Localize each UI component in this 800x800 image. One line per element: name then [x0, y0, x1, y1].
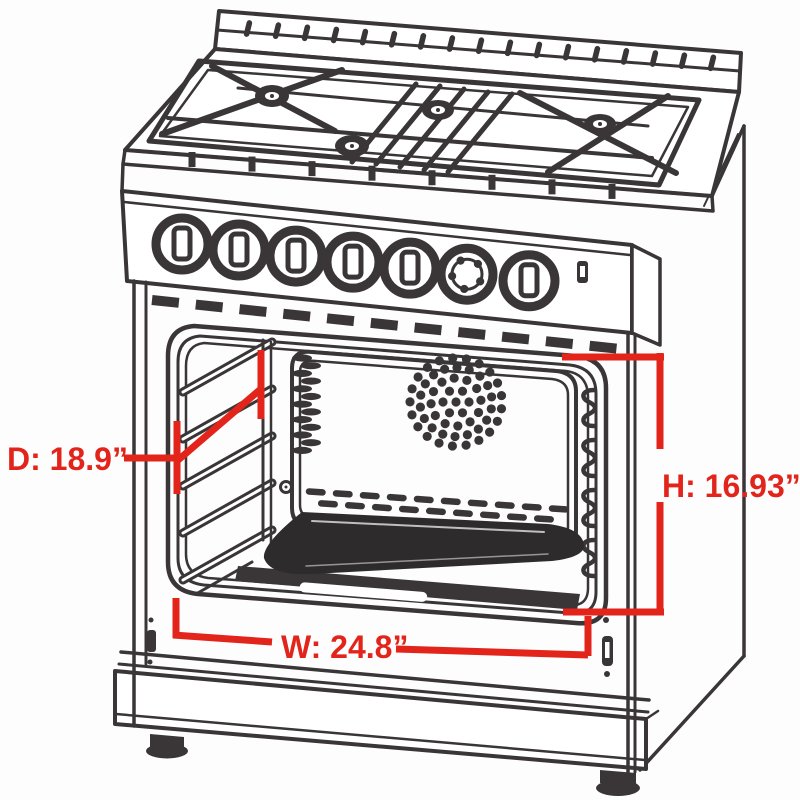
floor-vent-slots	[305, 488, 569, 523]
vent-slots	[243, 20, 717, 72]
oven-cavity	[132, 279, 637, 774]
vent-dashes	[151, 295, 631, 355]
depth-dimension	[124, 350, 265, 494]
backguard	[213, 9, 743, 94]
timer-dial	[436, 243, 498, 305]
control-knob	[265, 225, 327, 287]
door-hinges	[147, 617, 613, 677]
height-label: H: 16.93”	[662, 468, 800, 504]
control-knob	[151, 213, 213, 275]
control-knob	[322, 231, 384, 293]
screw	[279, 480, 293, 494]
depth-label: D: 18.9”	[7, 441, 128, 477]
rack-rails-left	[178, 337, 277, 585]
width-label: W: 24.8”	[281, 629, 408, 665]
control-knob	[498, 250, 560, 312]
control-panel	[120, 189, 662, 355]
kickplate	[113, 650, 660, 771]
burner-caps	[255, 85, 616, 157]
cooktop	[120, 47, 741, 213]
convection-fan-cover	[405, 353, 507, 451]
grate-feet	[188, 152, 616, 199]
width-dimension	[172, 598, 592, 659]
broiler-pan	[263, 512, 585, 575]
leveling-feet	[146, 734, 640, 796]
cavity-frame-outer	[165, 323, 609, 626]
burner-grates	[146, 58, 702, 199]
control-knob	[379, 237, 441, 299]
coil-element	[292, 354, 321, 454]
side-panel	[638, 124, 746, 772]
height-dimension	[562, 353, 664, 616]
control-knob	[208, 219, 270, 281]
knob-row	[151, 213, 560, 312]
floor-front-band	[235, 566, 580, 610]
indicator-light	[577, 261, 588, 283]
